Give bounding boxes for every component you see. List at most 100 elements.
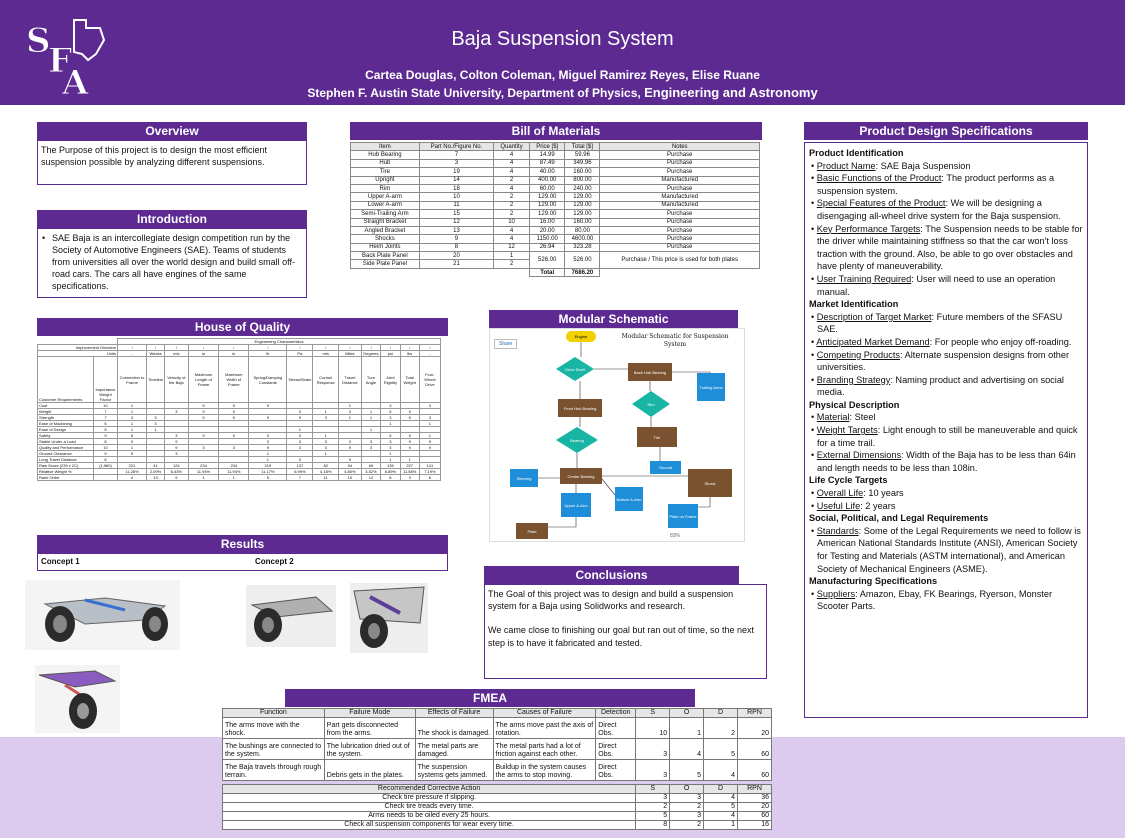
node-center-bearing: Center Bearing [560, 468, 602, 484]
fmea-cell: The Baja travels through rough terrain. [222, 759, 325, 781]
hoq-summary-cell: 7 [286, 474, 314, 481]
bom-cell: Purchase [599, 242, 760, 253]
fmea-cell: Direct Obs. [595, 717, 637, 739]
fmea-action-row: Check all suspension components for wear… [221, 820, 772, 830]
spec-group: Product Identification • Product Name: SA… [809, 147, 1083, 298]
bom-cell: 2 [493, 209, 530, 219]
concept2-image-a [246, 585, 336, 647]
bom-cell: 10 [493, 217, 530, 227]
bom-cell: Purchase [599, 183, 760, 194]
share-button[interactable]: Share [494, 339, 518, 349]
conclusions-p1: The Goal of this project was to design a… [488, 589, 734, 612]
spec-item: • Weight Targets: Light enough to still … [811, 425, 1078, 448]
bom-cell: 240.00 [564, 183, 601, 194]
bom-cell: 323.28 [564, 242, 601, 253]
spec-group-title: Life Cycle Targets [809, 475, 888, 486]
node-plate: Plate [516, 523, 548, 539]
hoq-summary-cell: 10 [338, 474, 362, 481]
fmea-action-cell: 20 [737, 802, 772, 812]
hoq-summary-cell: 1 [187, 474, 220, 481]
spec-item-text: : User will need to use an operation man… [817, 273, 1056, 297]
spec-item-text: : For people who enjoy off-roading. [929, 336, 1072, 347]
fmea-cell: 20 [736, 717, 773, 739]
svg-text:F: F [48, 41, 72, 81]
bom-cell: Upright [350, 175, 420, 185]
introduction-text: SAE Baja is an intercollegiate design co… [52, 233, 295, 291]
spec-item-label: External Dimensions [816, 450, 902, 461]
fmea-cell: 3 [635, 738, 671, 760]
fmea-cell: The shock is damaged. [414, 717, 494, 739]
fmea-cell: 5 [703, 738, 738, 760]
bom-cell: 60.00 [528, 183, 566, 194]
fmea-row: The arms move with the shock.Part gets d… [222, 717, 773, 739]
spec-item-label: Product Name [816, 160, 876, 171]
bom-cell: 129.00 [564, 200, 601, 211]
hoq-unit: Degrees [360, 350, 382, 357]
fmea-cell: The metal parts are damaged. [414, 738, 494, 760]
spec-group-title: Product Identification [809, 148, 904, 158]
node-steering: Steering [510, 469, 538, 487]
spec-item-label: Material [816, 412, 850, 423]
fmea-action-col-header: O [669, 784, 705, 794]
bom-cell: 129.00 [528, 200, 566, 211]
hoq-column-header: Spring/Damping Constants [248, 356, 288, 403]
hoq-summary-cell: 13 [146, 474, 165, 481]
node-trailing-arms: Trailing Arms [697, 373, 725, 401]
bom-cell: Purchase [599, 217, 760, 227]
conclusions-heading: Conclusions [484, 566, 739, 584]
spec-group: Manufacturing Specifications• Suppliers:… [809, 575, 1083, 613]
fmea-cell: 10 [635, 717, 671, 739]
bom-cell: 80.00 [564, 225, 601, 236]
fmea-row: The Baja travels through rough terrain.D… [222, 759, 773, 781]
spec-item-text: : Naming product and advertising on soci… [817, 374, 1064, 398]
spec-item-label: Special Features of the Product [816, 198, 946, 209]
fmea-cell: 3 [635, 759, 671, 781]
bom-total-label: Total [528, 267, 566, 278]
bom-cell: 12 [493, 242, 530, 253]
hoq-column-header: Control Response [312, 356, 340, 403]
bom-cell: 1 [493, 251, 530, 261]
fmea-cell: 60 [736, 738, 773, 760]
spec-item-text: : 2 years [860, 500, 896, 511]
bom-cell: 21 [418, 259, 495, 269]
spec-item-label: Anticipated Market Demand [816, 336, 930, 347]
hoq-column-header: Travel Distance [338, 356, 362, 403]
hoq-column-header: Maximum Length of Frame [187, 356, 220, 403]
concept2-label: Concept 2 [255, 557, 294, 566]
hoq-column-header: Velocity of the Baja [164, 356, 189, 403]
hoq-summary-cell: 4 [116, 474, 148, 481]
spec-item-label: Basic Functions of the Product [816, 173, 942, 184]
spec-group-title: Manufacturing Specifications [809, 576, 938, 587]
bom-cell: 19 [418, 167, 495, 177]
bom-col-header: Total [$] [564, 142, 601, 152]
spec-item-label: Suppliers [816, 588, 856, 599]
bom-cell: 160.00 [564, 167, 601, 177]
spec-item-label: Competing Products [816, 349, 901, 360]
hoq-column-header: Joint Rigidity [380, 356, 401, 403]
spec-item: • Product Name: SAE Baja Suspension [811, 160, 971, 171]
concept2-image-b [350, 583, 428, 653]
hoq-summary-row: Relative Weight %11.28%2.09%6.43%11.94%1… [37, 468, 442, 475]
fmea-row: The bushings are connected to the system… [222, 738, 773, 760]
fmea-cell: 5 [669, 759, 705, 781]
spec-item-text: : 10 years [863, 488, 904, 499]
fmea-col-header: O [669, 708, 705, 718]
bom-cell: 4 [493, 183, 530, 194]
bom-cell: Angled Bracket [350, 225, 420, 236]
bom-cell: 4600.00 [564, 234, 601, 244]
bom-cell: 1150.00 [528, 234, 566, 244]
node-bearing: Bearing [556, 427, 598, 453]
fmea-cell: The arms move with the shock. [222, 717, 325, 739]
fmea-action-cell: 2 [669, 820, 705, 830]
